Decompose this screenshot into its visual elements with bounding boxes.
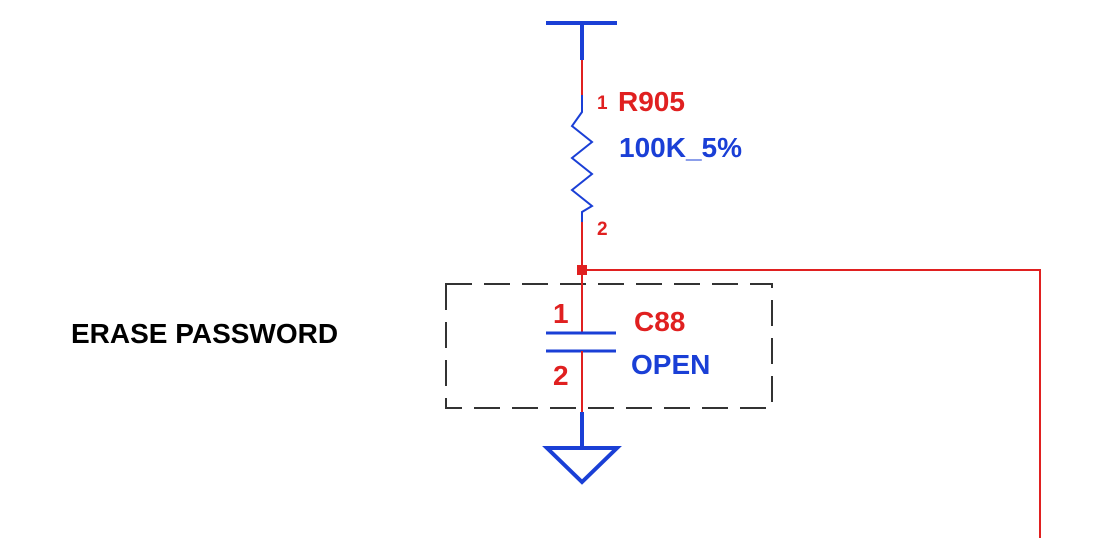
c88-refdes-label: C88 (634, 306, 685, 337)
net-wire-right (582, 269, 1041, 538)
option-dashed-box (445, 283, 773, 409)
r905-refdes-label: R905 (618, 86, 685, 117)
resistor-r905-symbol (570, 95, 594, 222)
c88-pin1-label: 1 (553, 298, 569, 329)
option-label: ERASE PASSWORD (71, 318, 338, 349)
power-rail-symbol (546, 21, 617, 60)
r905-value-label: 100K_5% (619, 132, 742, 163)
c88-pin2-label: 2 (553, 360, 569, 391)
capacitor-c88-symbol (546, 331, 616, 353)
r905-pin1-label: 1 (597, 93, 608, 114)
ground-symbol (542, 412, 622, 485)
r905-pin2-label: 2 (597, 219, 608, 240)
c88-value-label: OPEN (631, 349, 710, 380)
